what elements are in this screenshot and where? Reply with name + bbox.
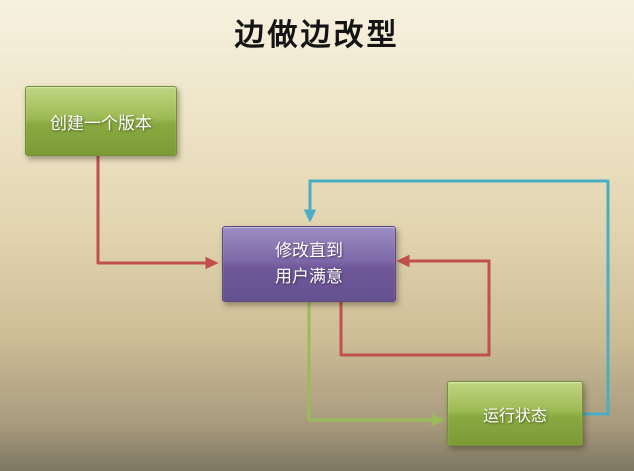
diagram-title: 边做边改型 <box>234 18 400 53</box>
node-create-version-label: 创建一个版本 <box>50 113 152 134</box>
node-run-state: 运行状态 <box>447 381 583 446</box>
node-modify-until-satisfied-label: 修改直到 用户满意 <box>275 240 343 287</box>
node-run-state-label: 运行状态 <box>482 405 547 425</box>
arrow-run-to-modify <box>303 179 610 416</box>
arrow-create-to-modify <box>96 155 219 270</box>
arrow-modify-to-run <box>307 301 445 427</box>
node-modify-until-satisfied: 修改直到 用户满意 <box>222 226 396 302</box>
node-create-version: 创建一个版本 <box>25 86 177 156</box>
arrow-modify-self-loop <box>339 254 491 357</box>
